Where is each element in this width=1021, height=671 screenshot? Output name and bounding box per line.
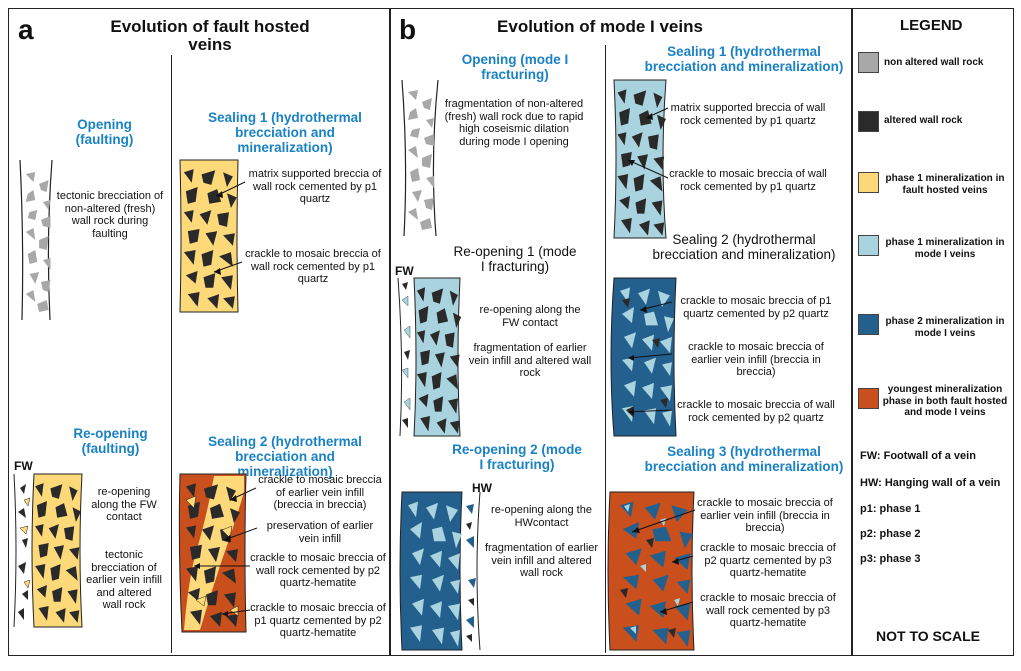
a-sealing2-note4: crackle to mosaic breccia of p1 quartz c…	[250, 602, 386, 639]
legend-title: LEGEND	[900, 17, 963, 34]
b-sealing3-title: Sealing 3 (hydrothermal brecciation and …	[644, 444, 844, 474]
b-reopening1-vein	[397, 277, 462, 437]
a-sealing2-vein	[178, 473, 247, 633]
legend-abbr-p3: p3: phase 3	[860, 553, 921, 565]
legend-label-phase1-fault: phase 1 mineralization in fault hosted v…	[885, 173, 1005, 196]
arrowhead-b-s3-note3	[660, 608, 667, 615]
arrowhead-b-s2-note1	[640, 306, 647, 313]
a-sealing1-note2: crackle to mosaic breccia of wall rock c…	[245, 248, 381, 285]
b-fw-label: FW	[395, 264, 414, 278]
b-sealing1-vein	[613, 79, 667, 239]
arrowhead-a-s2-note1	[230, 495, 237, 502]
legend-label-altered: altered wall rock	[884, 115, 963, 126]
b-opening-vein	[401, 79, 439, 237]
legend-abbr-p1: p1: phase 1	[860, 503, 921, 515]
arrowhead-b-s3-note1	[632, 527, 640, 533]
legend-swatch-youngest	[858, 388, 879, 409]
a-sealing1-vein	[179, 159, 239, 313]
legend-swatch-non-altered	[858, 52, 879, 73]
a-sealing2-title: Sealing 2 (hydrothermal brecciation and …	[208, 434, 362, 479]
arrowhead-b-s2-note3	[628, 409, 634, 415]
b-reopening2-note2: fragmentation of earlier vein infill and…	[484, 542, 599, 579]
b-sealing2-title: Sealing 2 (hydrothermal brecciation and …	[652, 232, 836, 262]
a-opening-title: Opening (faulting)	[75, 117, 134, 147]
panel-a-frame	[8, 8, 391, 656]
arrow-b-s2-note2	[627, 353, 673, 359]
b-sealing3-note1: crackle to mosaic breccia of earlier vei…	[697, 497, 833, 534]
b-sealing1-title: Sealing 1 (hydrothermal brecciation and …	[644, 44, 844, 74]
a-sealing1-title: Sealing 1 (hydrothermal brecciation and …	[208, 110, 362, 155]
legend-swatch-phase1-mode1	[858, 235, 879, 256]
b-reopening1-note2: fragmentation of earlier vein infill and…	[468, 342, 592, 379]
arrowhead-b-s1-note1	[646, 113, 653, 120]
b-sealing1-note2: crackle to mosaic breccia of wall rock c…	[669, 168, 827, 193]
b-sealing2-note3: crackle to mosaic breccia of wall rock c…	[677, 399, 835, 424]
b-opening-title: Opening (mode I fracturing)	[461, 52, 569, 82]
arrowhead-a-s2-note3	[194, 563, 200, 569]
legend-abbr-hw: HW: Hanging wall of a vein	[860, 477, 1001, 489]
a-opening-note: tectonic brecciation of non-altered (fre…	[56, 190, 164, 240]
not-to-scale-label: NOT TO SCALE	[876, 628, 980, 644]
panel-b-divider	[605, 45, 606, 653]
legend-label-phase1-mode1: phase 1 mineralization in mode I veins	[885, 237, 1005, 260]
arrow-b-s2-note3	[627, 409, 673, 413]
arrowhead-b-s3-note2	[672, 558, 679, 565]
a-sealing2-note1: crackle to mosaic breccia of earlier vei…	[258, 474, 382, 511]
b-reopening2-title: Re-opening 2 (mode I fracturing)	[452, 442, 582, 472]
arrowhead-a-s2-note2	[224, 535, 231, 542]
arrow-b-s1-note2	[627, 159, 669, 179]
b-sealing3-note2: crackle to mosaic breccia of p2 quartz c…	[700, 542, 836, 579]
legend-swatch-phase2-mode1	[858, 314, 879, 335]
panel-a-title: Evolution of fault hosted veins	[110, 17, 310, 54]
arrowhead-b-s1-note2	[628, 160, 635, 166]
legend-label-youngest: youngest mineralization phase in both fa…	[882, 384, 1008, 418]
legend-frame	[851, 8, 1014, 656]
a-sealing2-note3: crackle to mosaic breccia of wall rock c…	[250, 552, 386, 589]
b-opening-note: fragmentation of non-altered (fresh) wal…	[444, 98, 584, 148]
b-sealing2-note1: crackle to mosaic breccia of p1 quartz c…	[680, 295, 832, 320]
a-sealing1-note1: matrix supported breccia of wall rock ce…	[248, 168, 382, 205]
arrow-b-s3-note1	[631, 509, 696, 533]
legend-swatch-phase1-fault	[858, 172, 879, 193]
legend-abbr-fw: FW: Footwall of a vein	[860, 450, 976, 462]
a-sealing2-note2: preservation of earlier vein infill	[266, 520, 374, 545]
arrowhead-a-s1-note1	[216, 191, 223, 198]
b-sealing1-note1: matrix supported breccia of wall rock ce…	[670, 102, 826, 127]
panel-a-divider	[171, 55, 172, 653]
a-reopening-vein	[13, 473, 83, 628]
panel-b-title: Evolution of mode I veins	[497, 17, 703, 36]
arrowhead-a-s2-note4	[222, 611, 228, 617]
panel-b-letter: b	[399, 14, 417, 45]
legend-abbr-p2: p2: phase 2	[860, 528, 921, 540]
arrowhead-b-s2-note2	[628, 355, 634, 361]
a-opening-vein	[19, 159, 53, 321]
panel-b-frame	[389, 8, 853, 656]
a-fw-label: FW	[14, 459, 33, 473]
b-sealing3-note3: crackle to mosaic breccia of wall rock c…	[700, 592, 836, 629]
a-reopening-title: Re-opening (faulting)	[73, 426, 148, 456]
b-hw-label: HW	[472, 481, 492, 495]
a-reopening-note1: re-opening along the FW contact	[91, 486, 157, 523]
legend-swatch-altered	[858, 111, 879, 132]
b-reopening1-title: Re-opening 1 (mode I fracturing)	[453, 244, 577, 274]
arrowhead-a-s1-note2	[214, 268, 221, 275]
legend-label-phase2-mode1: phase 2 mineralization in mode I veins	[885, 316, 1005, 339]
b-sealing2-note2: crackle to mosaic breccia of earlier vei…	[688, 341, 824, 378]
b-reopening1-note1: re-opening along the FW contact	[479, 304, 581, 329]
b-reopening2-note1: re-opening along the HWcontact	[491, 504, 592, 529]
legend-label-non-altered: non altered wall rock	[884, 57, 984, 68]
b-sealing3-vein	[607, 491, 695, 651]
b-reopening2-vein	[399, 491, 481, 651]
panel-a-letter: a	[18, 14, 34, 45]
a-reopening-note2: tectonic brecciation of earlier vein inf…	[86, 549, 162, 611]
